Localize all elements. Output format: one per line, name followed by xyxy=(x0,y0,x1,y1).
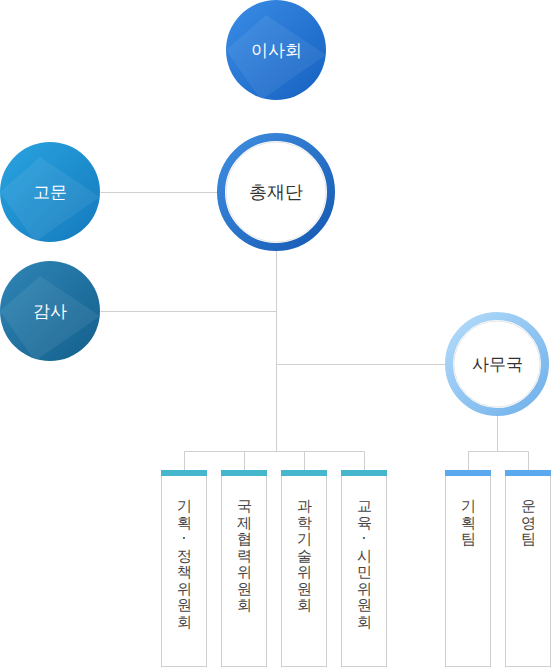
board-circle: 이사회 xyxy=(226,0,326,100)
header-bar xyxy=(505,470,551,476)
node-label: 교육·시민위원회 xyxy=(357,498,372,630)
org-connector xyxy=(277,252,365,471)
org-connector xyxy=(101,252,277,312)
node-label: 감사 xyxy=(33,300,67,323)
committee-box: 국제협력위원회 xyxy=(221,470,267,667)
node-label: 총재단 xyxy=(249,180,303,204)
org-connector xyxy=(277,252,305,471)
node-label: 국제협력위원회 xyxy=(237,498,252,614)
committee-box: 기획·정책위원회 xyxy=(161,470,207,667)
org-connector xyxy=(185,252,277,471)
org-connector xyxy=(469,417,498,471)
executive-circle: 총재단 xyxy=(217,133,335,251)
auditor-circle: 감사 xyxy=(0,261,100,361)
committee-box: 과학기술위원회 xyxy=(281,470,327,667)
node-label: 과학기술위원회 xyxy=(297,498,312,614)
node-label: 기획·정책위원회 xyxy=(177,498,192,630)
node-label: 이사회 xyxy=(251,39,302,62)
node-label: 기획팀 xyxy=(461,498,476,548)
node-label: 고문 xyxy=(33,181,67,204)
header-bar xyxy=(341,470,387,476)
committee-box: 교육·시민위원회 xyxy=(341,470,387,667)
node-label: 운영팀 xyxy=(521,498,536,548)
org-connector xyxy=(277,252,446,365)
secretariat-circle: 사무국 xyxy=(445,312,549,416)
team-box: 운영팀 xyxy=(505,470,551,667)
org-connector xyxy=(101,192,218,193)
header-bar xyxy=(445,470,491,476)
header-bar xyxy=(221,470,267,476)
team-box: 기획팀 xyxy=(445,470,491,667)
advisor-circle: 고문 xyxy=(0,142,100,242)
org-connector xyxy=(498,417,529,471)
org-connector xyxy=(245,252,277,471)
node-label: 사무국 xyxy=(472,353,523,376)
header-bar xyxy=(281,470,327,476)
header-bar xyxy=(161,470,207,476)
